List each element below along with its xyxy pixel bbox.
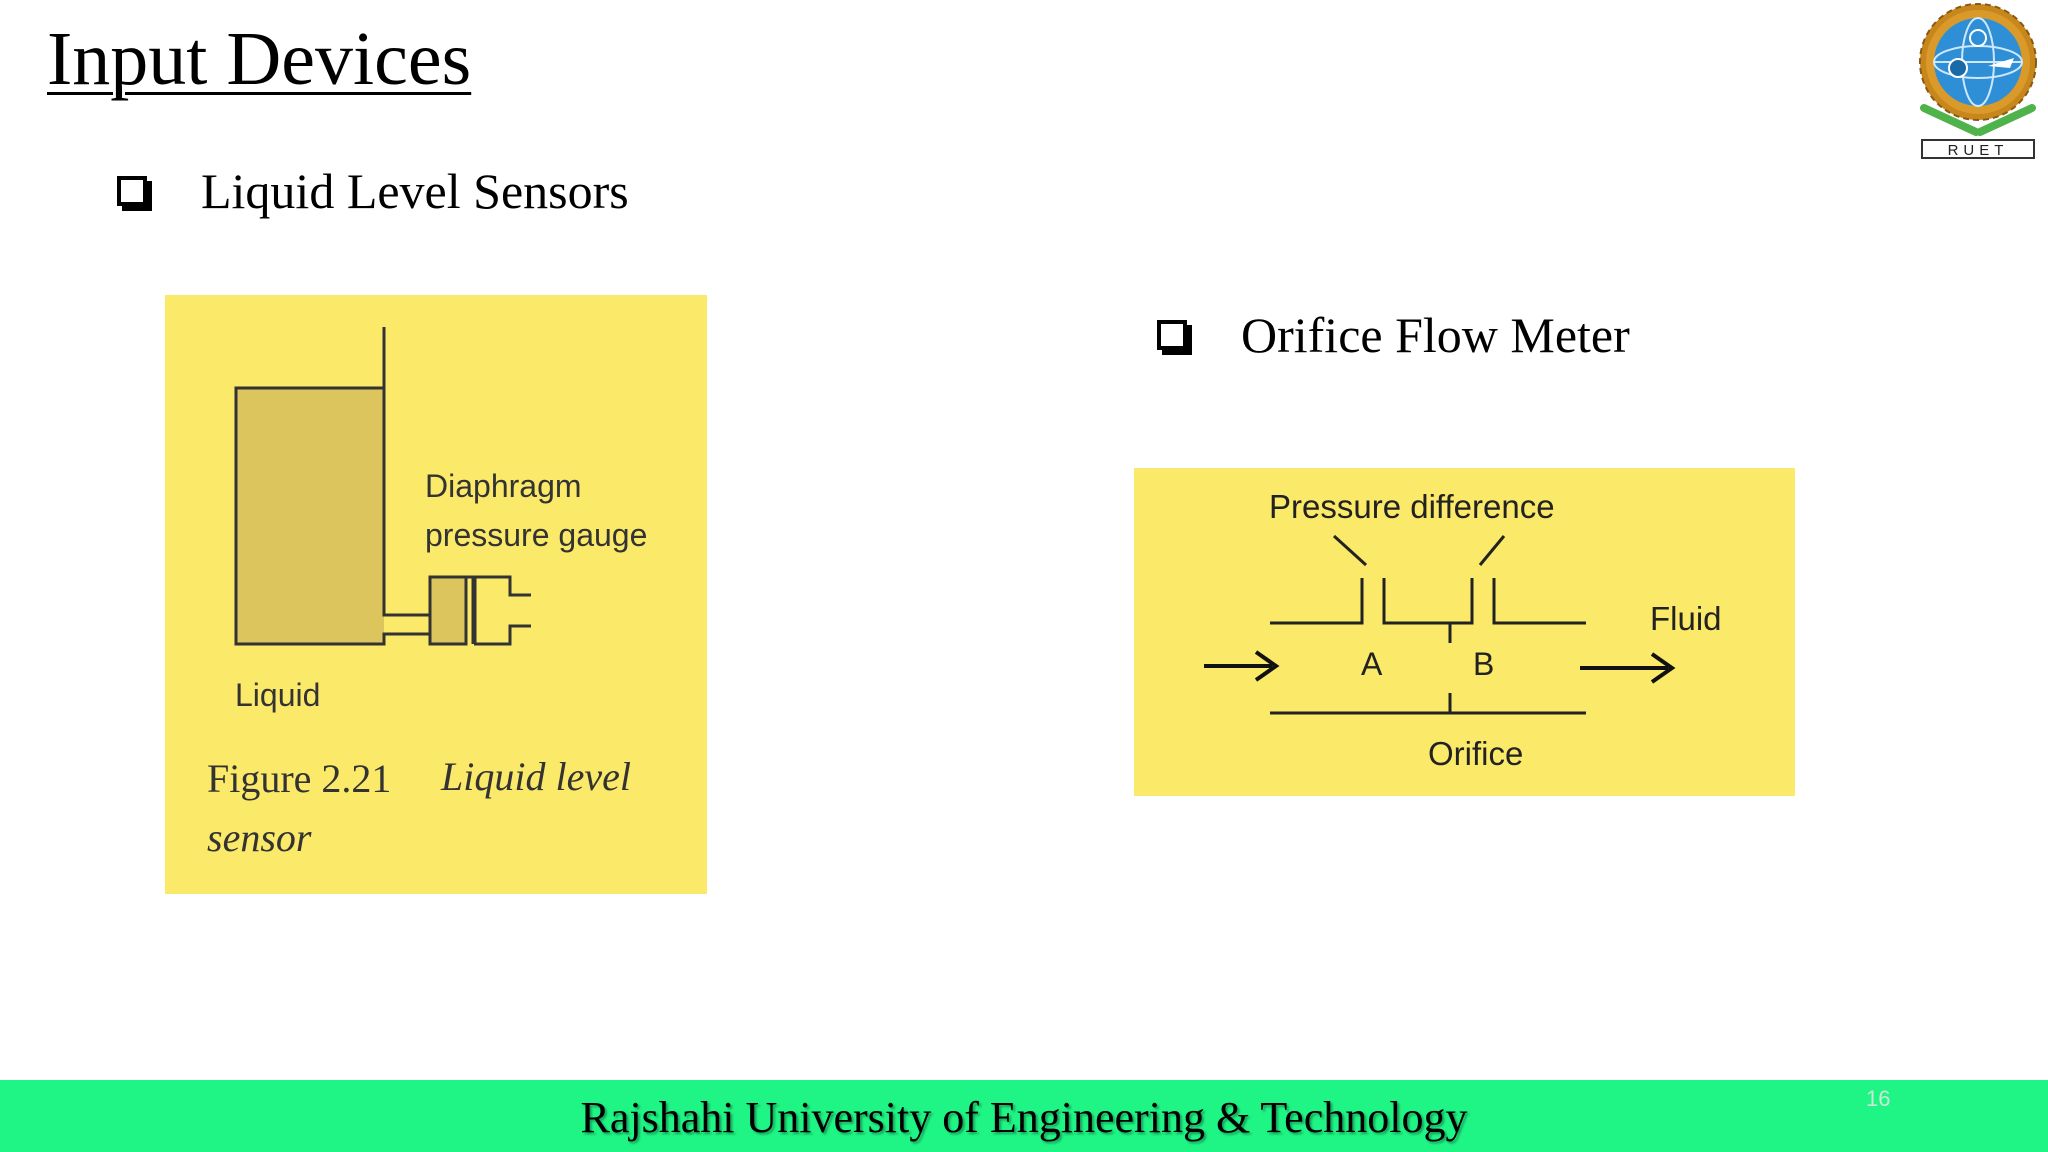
label-b: B	[1473, 646, 1494, 682]
gauge-body	[474, 575, 531, 646]
label-pressure-gauge: pressure gauge	[425, 517, 647, 553]
arrow-in-icon	[1204, 650, 1280, 682]
orifice-flow-meter-figure: Pressure difference A B Fluid Orifice	[1134, 468, 1795, 796]
page-number: 16	[1866, 1086, 1891, 1111]
footer-bar	[0, 1080, 2048, 1152]
bullet-text: Liquid Level Sensors	[201, 163, 629, 219]
caption-title: Liquid level	[440, 754, 631, 799]
caption-figure-number: Figure 2.21	[207, 756, 391, 801]
checkbox-bullet-icon	[117, 176, 152, 211]
diaphragm-chamber	[428, 575, 468, 646]
label-liquid: Liquid	[235, 677, 320, 713]
bullet-orifice-flow-meter: Orifice Flow Meter	[1157, 310, 1630, 360]
tank-liquid	[236, 388, 384, 644]
logo-text: RUET	[1948, 142, 2009, 159]
bullet-liquid-level-sensors: Liquid Level Sensors	[117, 166, 629, 216]
bullet-text: Orifice Flow Meter	[1241, 307, 1630, 363]
leaves-icon	[1920, 104, 2036, 136]
liquid-level-sensor-figure: Diaphragm pressure gauge Liquid Figure 2…	[165, 295, 707, 894]
orifice-diagram: Pressure difference A B Fluid Orifice	[1204, 488, 1722, 772]
label-fluid: Fluid	[1650, 600, 1722, 637]
label-a: A	[1361, 646, 1383, 682]
globe-icon	[1933, 17, 2023, 107]
label-diaphragm: Diaphragm	[425, 468, 582, 504]
ruet-logo: RUET	[1919, 3, 2037, 159]
checkbox-bullet-icon	[1157, 320, 1192, 355]
arrow-out-icon	[1580, 652, 1676, 684]
liquid-level-diagram: Diaphragm pressure gauge Liquid Figure 2…	[207, 327, 647, 860]
label-pressure-difference: Pressure difference	[1269, 488, 1555, 525]
logo-banner	[1921, 139, 2035, 159]
pointer-line-b	[1478, 535, 1506, 566]
pipe-top-with-tappings	[1270, 578, 1586, 625]
pointer-line-a	[1332, 534, 1368, 567]
footer-institution-name: Rajshahi University of Engineering & Tec…	[580, 1093, 1468, 1142]
label-orifice: Orifice	[1428, 735, 1523, 772]
slide-title: Input Devices	[47, 17, 472, 101]
caption-title-continued: sensor	[207, 815, 312, 860]
